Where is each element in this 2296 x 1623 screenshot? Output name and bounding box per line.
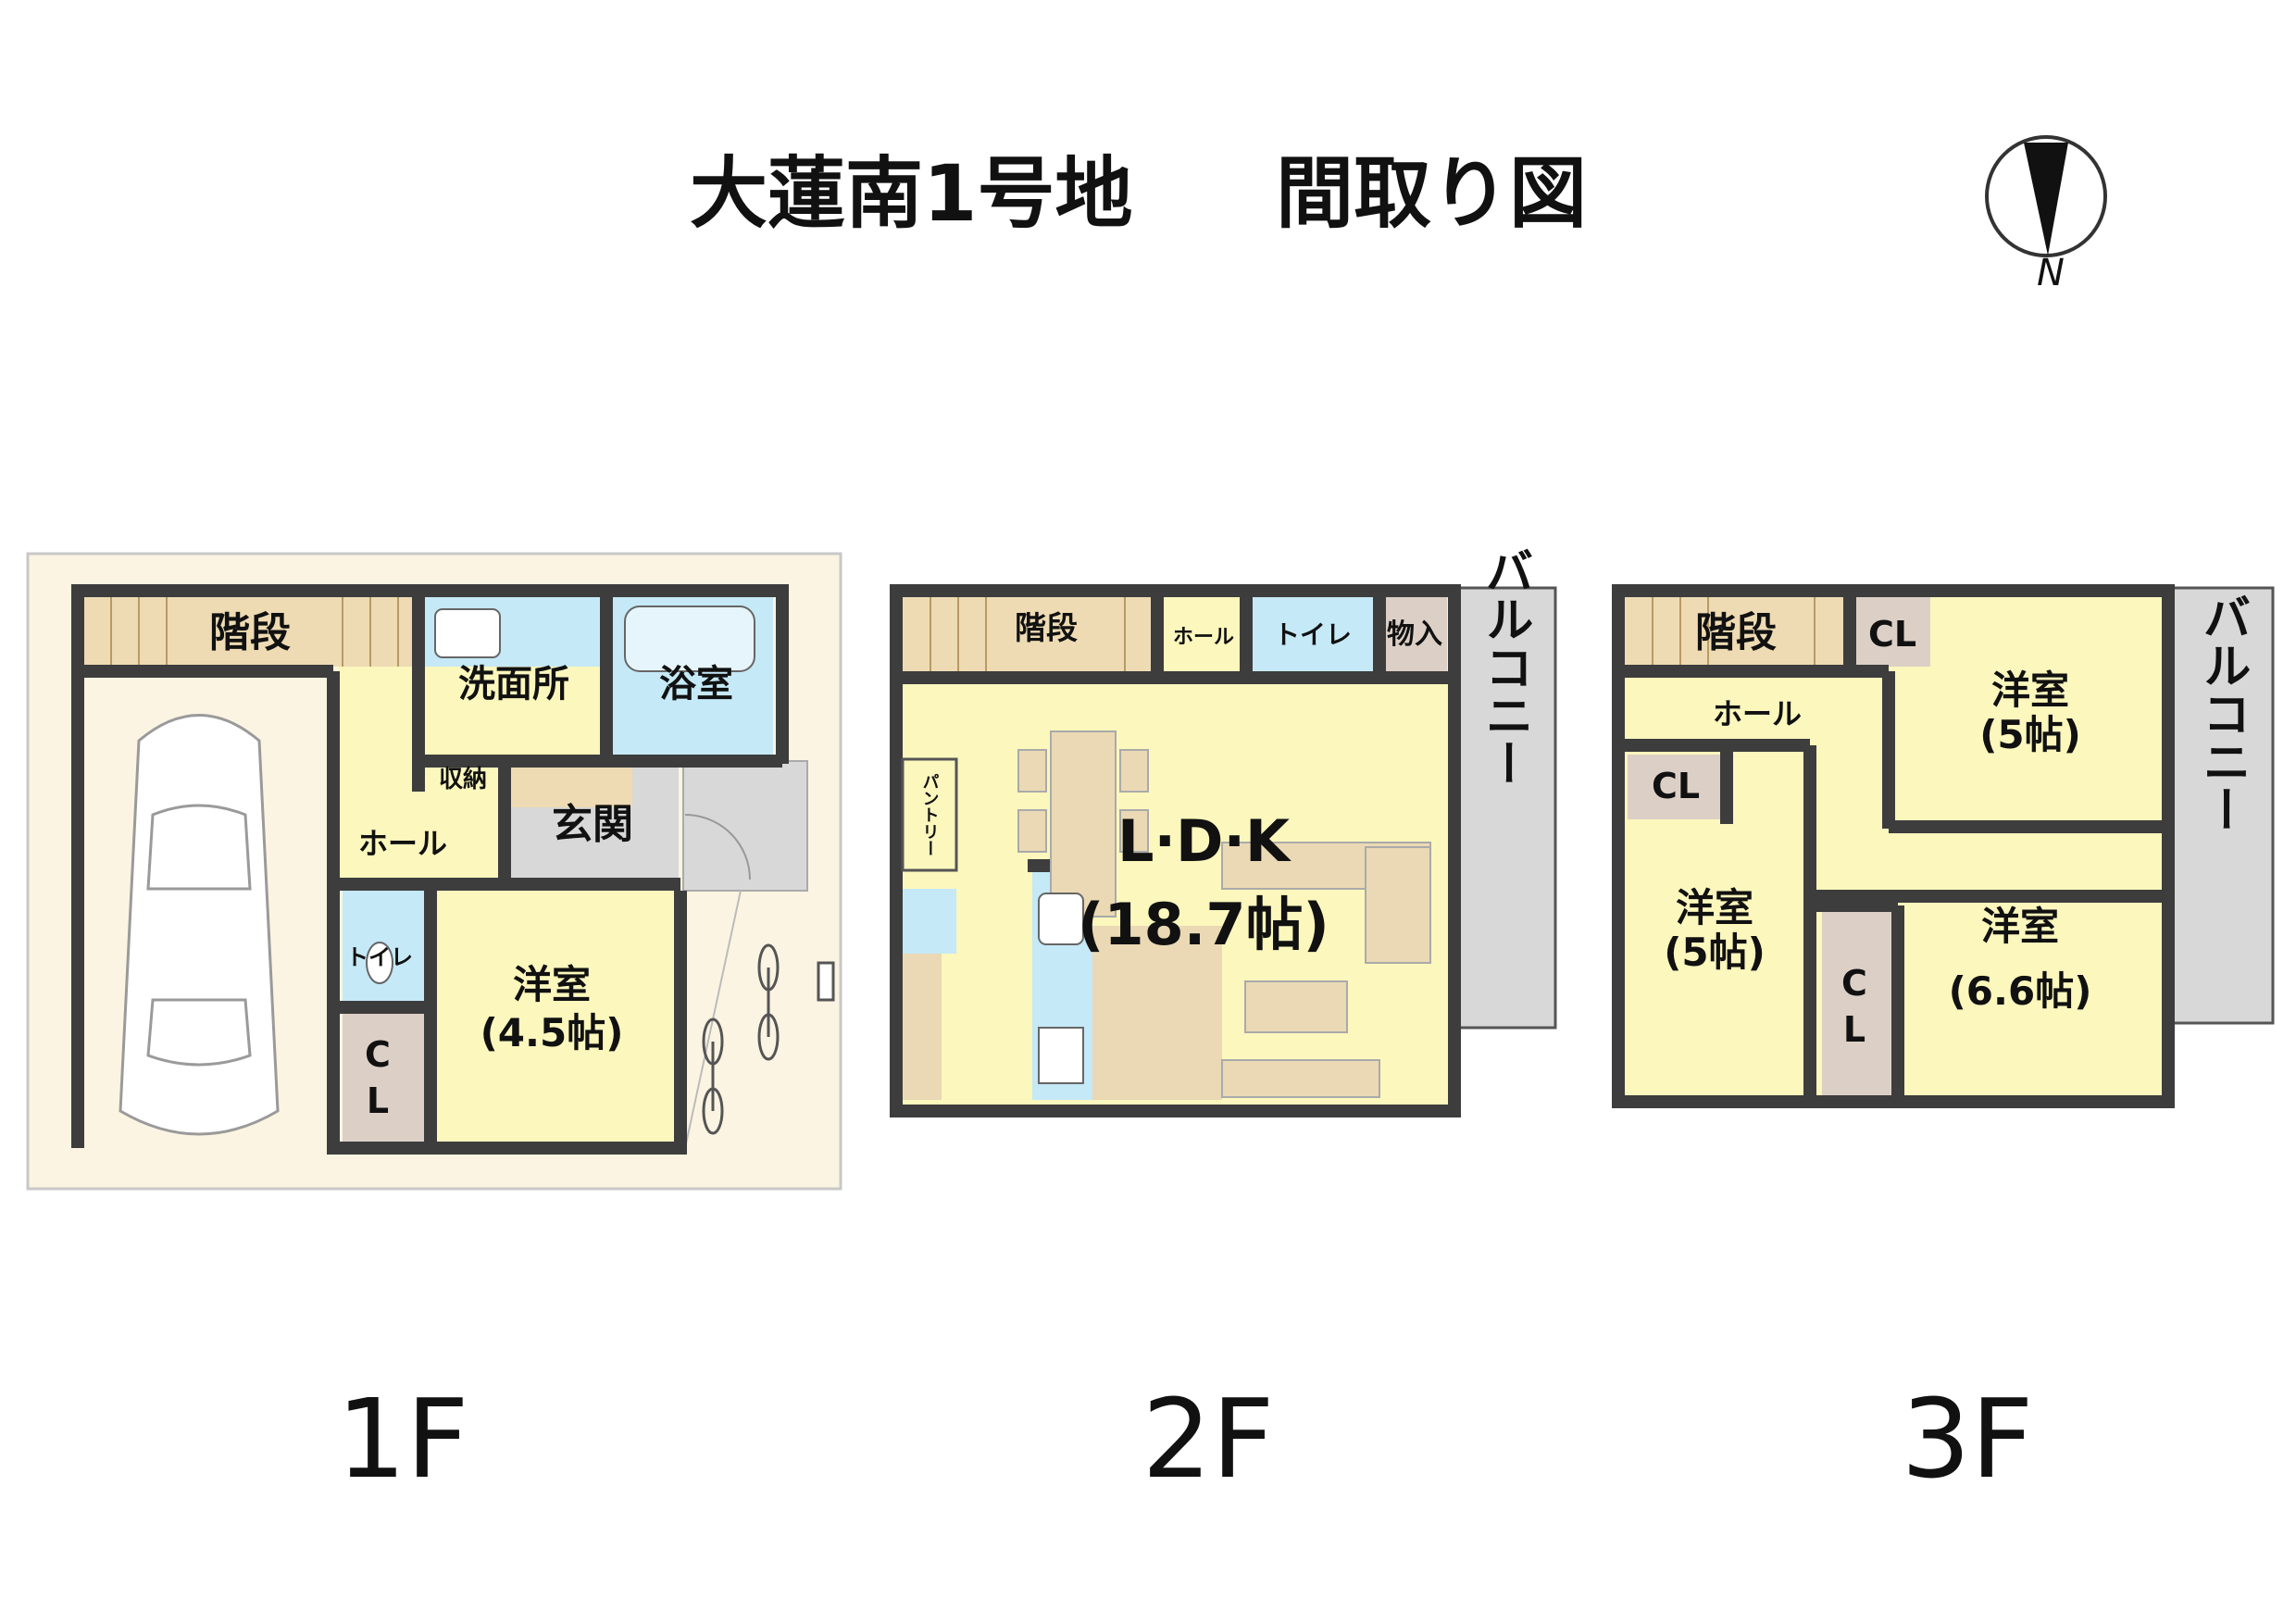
closet-3f-cl-area <box>1822 912 1896 1095</box>
walls-1f <box>71 584 789 1155</box>
western-room-b-size: (5帖) <box>1664 930 1766 975</box>
stairs-2f <box>903 597 1162 676</box>
ldk-label: L·D·K <box>1117 807 1292 875</box>
closet-left-area <box>1628 755 1725 819</box>
western-room-1f-area <box>430 889 673 1143</box>
fridge-area <box>903 889 956 954</box>
ldk-size: (18.7帖) <box>1078 891 1329 958</box>
bicycle-icon <box>702 943 835 1135</box>
coffee-table-icon <box>1244 980 1348 1033</box>
bath-label: 浴室 <box>659 663 733 705</box>
hall-2f-label: ホール <box>1173 626 1234 649</box>
hall-3f-label: ホール <box>1713 696 1802 731</box>
walls-3f <box>1612 584 2175 1108</box>
closet-1f-area <box>343 1009 430 1143</box>
toilet-2f-label: トイレ <box>1274 619 1352 650</box>
closet-1f-c: C <box>365 1034 391 1075</box>
stairs-3f <box>1625 597 1847 667</box>
western-room-1f-size: (4.5帖) <box>480 1010 624 1055</box>
storage-label: 収納 <box>439 765 487 793</box>
floor-1f: 階段 洗面所 浴室 収納 玄関 ホール トイレ C L 洋室 (4.5帖) 1F <box>26 552 842 1503</box>
toilet-2f-area <box>1252 597 1377 671</box>
compass-icon: N <box>1985 135 2107 294</box>
tv-board-icon <box>1221 1059 1380 1098</box>
closet-top-area <box>1854 597 1930 667</box>
closet-1f-l: L <box>367 1080 389 1121</box>
porch-area <box>682 760 808 892</box>
dining-table-icon <box>1050 730 1117 918</box>
storeroom-area <box>1382 597 1447 671</box>
floor-1f-label: 1F <box>337 1375 469 1503</box>
western-room-a-size: (5帖) <box>1979 712 2081 757</box>
floor-3f: 階段 CL ホール CL 洋室 (5帖) 洋室 (5帖) 洋室 (6.6帖) C… <box>1612 584 2275 1503</box>
western-room-1f-label: 洋室 <box>513 962 591 1007</box>
closet-3f-c: C <box>1841 963 1867 1004</box>
western-room-a-label: 洋室 <box>1991 668 2069 713</box>
storeroom-label: 物入 <box>1387 618 1442 651</box>
wood-floor <box>1092 926 1222 1100</box>
closet-3f-l: L <box>1843 1009 1866 1050</box>
floor-3f-label: 3F <box>1902 1375 2034 1503</box>
counter-area <box>903 954 942 1100</box>
sofa-icon <box>1221 842 1431 964</box>
floor-2f-label: 2F <box>1142 1375 1275 1503</box>
closet-top-label: CL <box>1868 614 1916 655</box>
title-site-name: 大蓮南1号地 <box>690 148 1132 239</box>
toilet-1f-label: トイレ <box>346 944 413 970</box>
western-room-c-size: (6.6帖) <box>1949 968 2092 1014</box>
balcony-3f <box>2169 586 2275 1025</box>
western-room-b-label: 洋室 <box>1676 885 1753 930</box>
stairs-2f-label: 階段 <box>1015 610 1078 647</box>
entrance-step <box>507 761 632 807</box>
stairs-1f-label: 階段 <box>209 609 291 656</box>
floor-2f: 階段 ホール トイレ 物入 パントリー L·D·K (18.7帖) バルコニー … <box>890 546 1557 1503</box>
balcony-3f-label: バルコニー <box>2194 593 2250 833</box>
closet-left-label: CL <box>1652 766 1700 806</box>
western-room-c-label: 洋室 <box>1981 904 2059 949</box>
washroom-label: 洗面所 <box>458 663 569 705</box>
pantry-label: パントリー <box>920 773 940 856</box>
balcony-2f-label: バルコニー <box>1477 546 1532 787</box>
compass-letter: N <box>2037 252 2065 294</box>
hall-1f-label: ホール <box>358 826 447 861</box>
entrance-label: 玄関 <box>552 801 633 848</box>
stove-icon <box>1038 1027 1084 1084</box>
title-plan-kind: 間取り図 <box>1276 148 1587 239</box>
car-icon <box>119 714 280 1136</box>
balcony-2f <box>1452 586 1557 1030</box>
stairs-3f-label: 階段 <box>1695 609 1777 656</box>
